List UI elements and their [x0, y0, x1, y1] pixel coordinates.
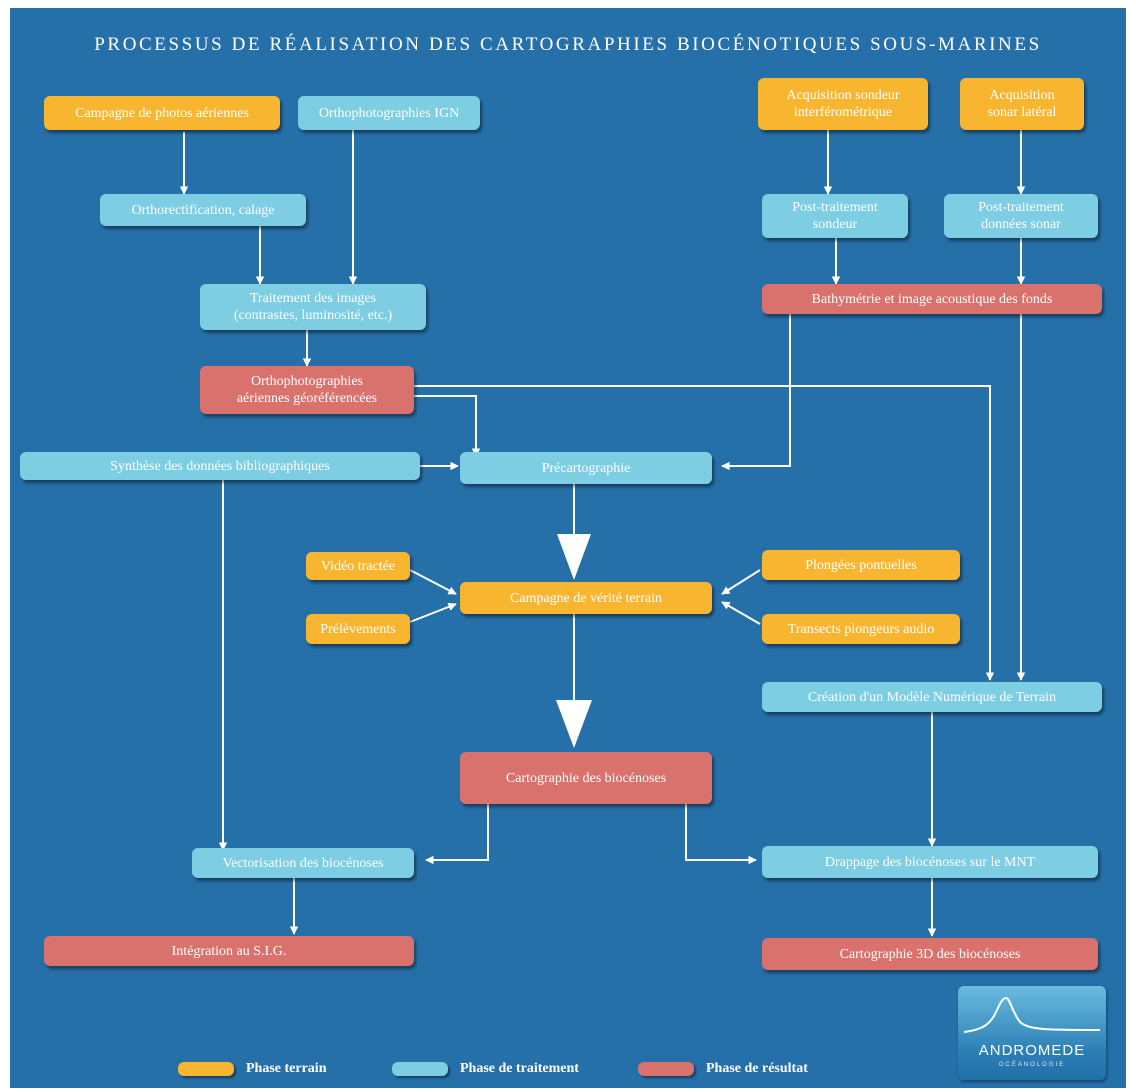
- arrow-precarto-campagne-head: [557, 534, 591, 580]
- node-traitement-images: Traitement des images(contrastes, lumino…: [200, 284, 426, 330]
- arrow-carto-drappage: [685, 804, 757, 865]
- node-video-tractee: Vidéo tractée: [306, 552, 410, 580]
- node-vectorisation: Vectorisation des biocénoses: [192, 848, 414, 878]
- logo-subtitle: OCÉANOLOGIE: [998, 1062, 1066, 1068]
- node-mnt: Création d'un Modèle Numérique de Terrai…: [762, 682, 1102, 712]
- arrow-orthogeoref-mnt: [414, 385, 995, 681]
- node-cartographie-3d: Cartographie 3D des biocénoses: [762, 938, 1098, 970]
- legend-item-traitement: Phase de traitement: [392, 1058, 579, 1080]
- legend-item-resultat: Phase de résultat: [638, 1058, 808, 1080]
- arrow-carto-vectorisation: [425, 804, 489, 865]
- arrow-prelevements-campagne: [409, 602, 457, 623]
- diagram-title: PROCESSUS DE RÉALISATION DES CARTOGRAPHI…: [94, 34, 1042, 55]
- arrow-transects-campagne: [721, 601, 761, 625]
- arrow-campagne-carto-head: [556, 700, 592, 748]
- logo-wave-icon: [963, 996, 1101, 1033]
- node-drappage: Drappage des biocénoses sur le MNT: [762, 846, 1098, 878]
- logo-name: ANDROMEDE: [978, 1042, 1086, 1059]
- arrow-bathy-precarto: [721, 314, 791, 471]
- arrow-orthogeoref-precarto: [414, 395, 481, 457]
- node-cartographie-biocenoses: Cartographie des biocénoses: [460, 752, 712, 804]
- node-orthophoto-ign: Orthophotographies IGN: [298, 96, 480, 130]
- arrow-video-campagne: [409, 569, 457, 595]
- connector-lines: [179, 130, 1026, 937]
- legend-label-traitement: Phase de traitement: [460, 1061, 579, 1076]
- node-bathymetrie: Bathymétrie et image acoustique des fond…: [762, 284, 1102, 314]
- diagram-canvas: PROCESSUS DE RÉALISATION DES CARTOGRAPHI…: [10, 8, 1126, 1088]
- node-plongees: Plongées pontuelles: [762, 550, 960, 580]
- arrow-plongees-campagne: [721, 569, 761, 595]
- node-integration-sig: Intégration au S.I.G.: [44, 936, 414, 966]
- node-synthese: Synthèse des données bibliographiques: [20, 452, 420, 480]
- andromede-logo: ANDROMEDE OCÉANOLOGIE: [958, 986, 1106, 1080]
- node-campagne-verite: Campagne de vérité terrain: [460, 582, 712, 614]
- node-transects: Transects plongeurs audio: [762, 614, 960, 644]
- legend-item-terrain: Phase terrain: [178, 1058, 326, 1080]
- node-prelevements: Prélèvements: [306, 614, 410, 644]
- node-precartographie: Précartographie: [460, 452, 712, 484]
- legend-swatch-traitement: [392, 1062, 448, 1076]
- legend-swatch-terrain: [178, 1062, 234, 1076]
- legend-swatch-resultat: [638, 1062, 694, 1076]
- legend-label-terrain: Phase terrain: [246, 1061, 327, 1076]
- node-campagne-photos: Campagne de photos aériennes: [44, 96, 280, 130]
- node-orthorectification: Orthorectification, calage: [100, 194, 306, 226]
- legend-label-resultat: Phase de résultat: [706, 1061, 808, 1076]
